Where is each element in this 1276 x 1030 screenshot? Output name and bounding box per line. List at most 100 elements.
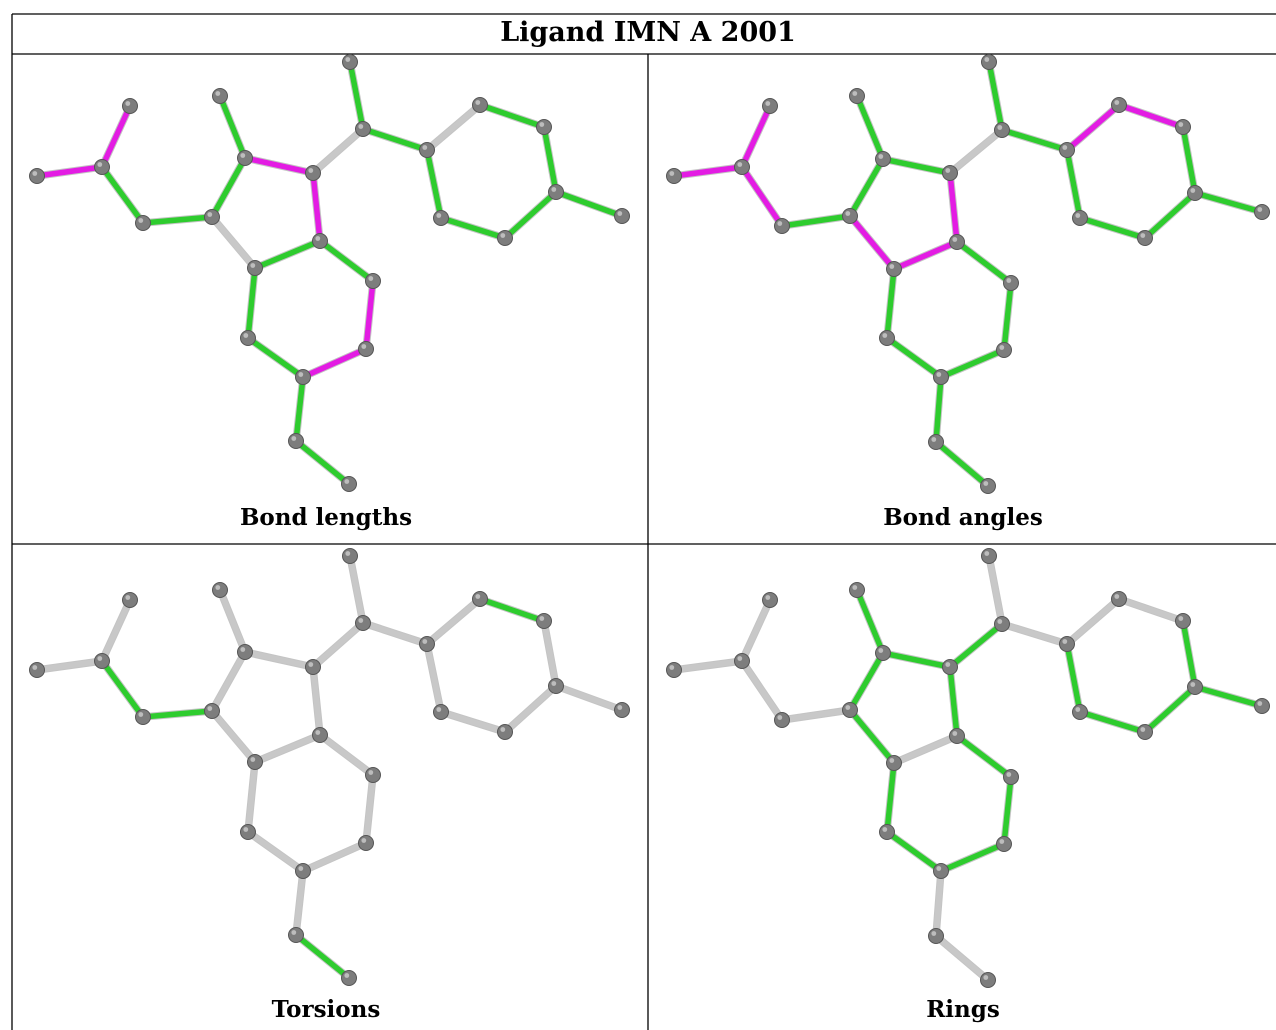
atom-C13 <box>295 863 311 879</box>
atom-highlight <box>936 372 942 377</box>
atom-C17 <box>994 616 1010 632</box>
atom-C15 <box>288 433 304 449</box>
atom-highlight <box>358 124 364 129</box>
atom-highlight <box>243 827 249 832</box>
bond-outlier <box>363 278 376 352</box>
atom-C2 <box>122 98 138 114</box>
atom-C3 <box>734 653 750 669</box>
atom-highlight <box>1114 100 1120 105</box>
atom-highlight <box>125 595 131 600</box>
bond-neutral <box>671 658 745 673</box>
bond-neutral <box>209 649 248 714</box>
atom-highlight <box>315 730 321 735</box>
bond-ok <box>209 155 248 220</box>
bond-ok <box>1192 190 1265 215</box>
atom-C21 <box>1175 119 1191 135</box>
atom-highlight <box>125 101 131 106</box>
atom-C11 <box>1003 769 1019 785</box>
atom-C10 <box>886 755 902 771</box>
atom-C11 <box>365 767 381 783</box>
atom-C5 <box>204 703 220 719</box>
bond-ok <box>502 189 559 241</box>
atom-C19 <box>1059 636 1075 652</box>
bond-ok <box>347 59 366 132</box>
bond-neutral <box>293 868 306 938</box>
atom-highlight <box>878 648 884 653</box>
atom-highlight <box>240 647 246 652</box>
atom-C13 <box>295 369 311 385</box>
atom-N8 <box>305 165 321 181</box>
atom-highlight <box>999 345 1005 350</box>
atom-highlight <box>475 100 481 105</box>
atom-highlight <box>777 715 783 720</box>
bond-ok <box>1192 684 1265 709</box>
bond-ok <box>1064 147 1083 221</box>
bond-ok <box>217 93 248 161</box>
atom-C23 <box>1254 698 1270 714</box>
atom-C11 <box>1003 275 1019 291</box>
bond-ok <box>553 189 625 219</box>
panel-caption-torsions: Torsions <box>272 996 381 1023</box>
atom-C5 <box>204 209 220 225</box>
atom-highlight <box>889 264 895 269</box>
atom-C4 <box>135 215 151 231</box>
bond-neutral <box>1116 596 1186 624</box>
atom-C20 <box>472 591 488 607</box>
bond-ok <box>847 650 886 713</box>
atom-C9 <box>949 234 965 250</box>
atom-highlight <box>765 101 771 106</box>
atom-highlight <box>669 665 675 670</box>
atom-highlight <box>215 585 221 590</box>
atom-C2 <box>122 592 138 608</box>
atom-highlight <box>1075 707 1081 712</box>
atom-highlight <box>737 656 743 661</box>
atom-highlight <box>931 931 937 936</box>
bond-ok <box>847 707 897 766</box>
atom-C3 <box>734 159 750 175</box>
atom-C23 <box>614 208 630 224</box>
atom-C10 <box>886 261 902 277</box>
atom-highlight <box>889 758 895 763</box>
atom-C21 <box>536 613 552 629</box>
atom-highlight <box>1140 727 1146 732</box>
atom-highlight <box>250 757 256 762</box>
atom-C14 <box>240 330 256 346</box>
atom-C12 <box>358 341 374 357</box>
atom-highlight <box>436 707 442 712</box>
atom-C16 <box>980 478 996 494</box>
atom-C23 <box>1254 204 1270 220</box>
panel-bond-angles: Bond angles <box>666 54 1270 531</box>
atom-C13 <box>933 863 949 879</box>
bond-ok <box>884 266 897 341</box>
atom-C21 <box>1175 613 1191 629</box>
bond-outlier <box>847 213 897 272</box>
panel-rings: Rings <box>666 548 1270 1023</box>
atom-C1 <box>29 168 45 184</box>
bond-neutral <box>541 618 559 689</box>
bond-ok <box>884 760 897 835</box>
bond-neutral <box>245 829 306 874</box>
atom-highlight <box>138 712 144 717</box>
bond-ok <box>293 932 352 981</box>
atom-highlight <box>852 91 858 96</box>
bond-neutral <box>310 126 366 176</box>
bond-ok <box>986 59 1005 133</box>
bond-neutral <box>209 708 258 765</box>
atom-highlight <box>852 585 858 590</box>
atom-highlight <box>984 551 990 556</box>
atom-C4 <box>135 709 151 725</box>
atom-highlight <box>617 705 623 710</box>
atom-highlight <box>358 618 364 623</box>
bond-ok <box>933 439 991 489</box>
figure-title: Ligand IMN A 2001 <box>500 17 796 48</box>
atom-highlight <box>777 221 783 226</box>
atom-highlight <box>344 479 350 484</box>
atom-C19 <box>1059 142 1075 158</box>
atom-C20 <box>1111 97 1127 113</box>
bond-neutral <box>310 664 323 738</box>
atom-highlight <box>1114 594 1120 599</box>
atom-C17 <box>994 122 1010 138</box>
atom-highlight <box>845 211 851 216</box>
